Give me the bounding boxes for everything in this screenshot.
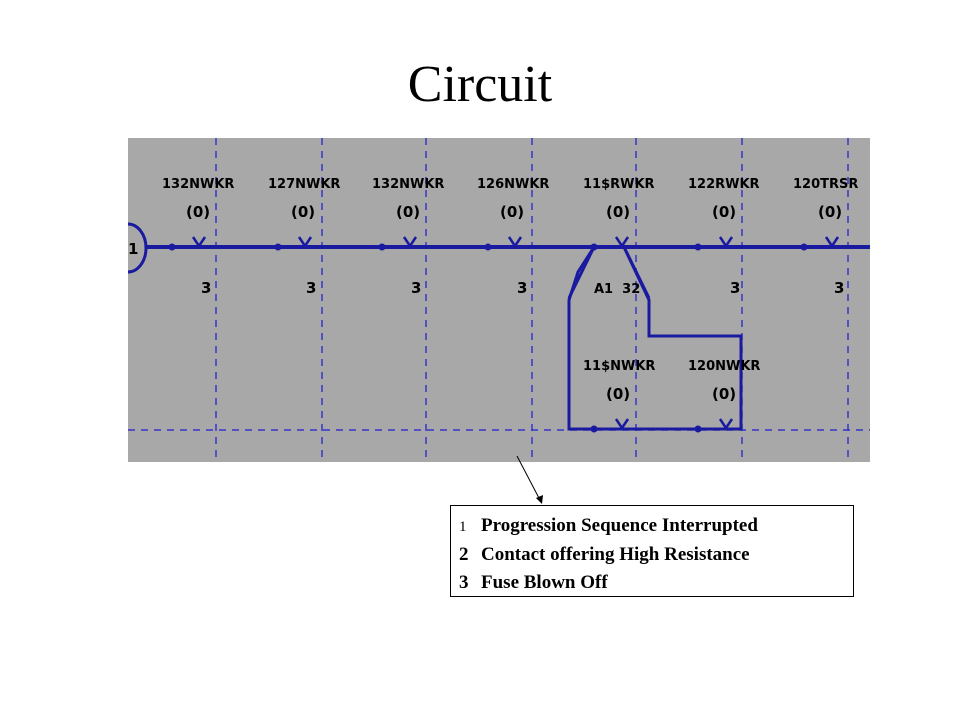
relay-state: (0) bbox=[500, 203, 524, 221]
relay-group-top: 132NWKR (0) 3 127NWKR (0) 3 132NWKR (0) … bbox=[162, 177, 858, 297]
contact-chevron-icon bbox=[718, 418, 734, 431]
relay-2: 127NWKR (0) 3 bbox=[268, 177, 340, 297]
contact-dot bbox=[274, 243, 282, 251]
legend-number: 2 bbox=[459, 544, 469, 565]
circuit-diagram: 1 132NWKR (0) 3 127NWKR (0) 3 132NWKR (0… bbox=[128, 138, 870, 462]
relay-state: (0) bbox=[606, 203, 630, 221]
relay-state: (0) bbox=[818, 203, 842, 221]
relay-7: 120TRSR (0) 3 bbox=[793, 177, 858, 297]
contact-chevron-icon bbox=[614, 236, 630, 249]
svg-text:1: 1 bbox=[128, 240, 138, 258]
contact-chevron-icon bbox=[507, 236, 523, 249]
relay-3: 132NWKR (0) 3 bbox=[372, 177, 444, 297]
contact-chevron-icon bbox=[297, 236, 313, 249]
relay-state: (0) bbox=[396, 203, 420, 221]
page-title: Circuit bbox=[407, 56, 553, 113]
pointer-arrow bbox=[516, 455, 543, 504]
contact-dot bbox=[694, 243, 702, 251]
divider-lines bbox=[215, 138, 849, 462]
contact-dot bbox=[484, 243, 492, 251]
legend-item-3: 3 Fuse Blown Off bbox=[459, 569, 845, 597]
legend-box: 1 Progression Sequence Interrupted 2 Conta… bbox=[450, 505, 854, 597]
legend-text: Fuse Blown Off bbox=[481, 572, 608, 593]
fuse-number: 3 bbox=[834, 279, 844, 297]
relay-name: 11$RWKR bbox=[583, 177, 655, 192]
contact-dot bbox=[378, 243, 386, 251]
legend-number: 3 bbox=[459, 572, 469, 593]
contact-chevron-icon bbox=[718, 236, 734, 249]
relay-state: (0) bbox=[712, 203, 736, 221]
relay-name: 132NWKR bbox=[372, 177, 444, 192]
legend-number: 1 bbox=[459, 519, 467, 535]
relay-name: 11$NWKR bbox=[583, 359, 655, 374]
relay-group-bottom: 11$NWKR (0) 120NWKR (0) bbox=[583, 359, 760, 433]
relay-bottom-2: 120NWKR (0) bbox=[688, 359, 760, 433]
contact-dot bbox=[694, 425, 702, 433]
relay-state: (0) bbox=[186, 203, 210, 221]
relay-name: 120TRSR bbox=[793, 177, 858, 192]
relay-5: 11$RWKR (0) A1 32 bbox=[583, 177, 655, 297]
relay-name: 127NWKR bbox=[268, 177, 340, 192]
relay-1: 132NWKR (0) 3 bbox=[162, 177, 234, 297]
relay-state: (0) bbox=[712, 385, 736, 403]
branch-wire bbox=[567, 246, 743, 431]
diagram-background bbox=[128, 138, 870, 462]
relay-4: 126NWKR (0) 3 bbox=[477, 177, 549, 297]
relay-6: 122RWKR (0) 3 bbox=[688, 177, 760, 297]
contact-chevron-icon bbox=[402, 236, 418, 249]
relay-name: 120NWKR bbox=[688, 359, 760, 374]
contact-dot bbox=[168, 243, 176, 251]
fuse-number: 3 bbox=[411, 279, 421, 297]
relay-state: (0) bbox=[291, 203, 315, 221]
relay-name: 126NWKR bbox=[477, 177, 549, 192]
relay-state: (0) bbox=[606, 385, 630, 403]
relay-name: 122RWKR bbox=[688, 177, 760, 192]
contact-dot bbox=[590, 425, 598, 433]
contact-chevron-icon bbox=[824, 236, 840, 249]
relay-name: 132NWKR bbox=[162, 177, 234, 192]
legend-item-1: 1 Progression Sequence Interrupted bbox=[459, 512, 845, 541]
fuse-number: 3 bbox=[517, 279, 527, 297]
fuse-number: A1 32 bbox=[594, 282, 640, 297]
legend-item-2: 2 Contact offering High Resistance bbox=[459, 541, 845, 569]
contact-chevron-icon bbox=[191, 236, 207, 249]
fuse-number: 3 bbox=[201, 279, 211, 297]
contact-chevron-icon bbox=[614, 418, 630, 431]
branch-contact-right bbox=[622, 246, 651, 299]
fuse-number: 3 bbox=[730, 279, 740, 297]
legend-text: Progression Sequence Interrupted bbox=[481, 515, 758, 536]
legend-text: Contact offering High Resistance bbox=[481, 544, 750, 565]
contact-dot bbox=[590, 243, 598, 251]
relay-bottom-1: 11$NWKR (0) bbox=[583, 359, 655, 433]
fuse-number: 3 bbox=[306, 279, 316, 297]
branch-contact-left bbox=[567, 246, 596, 299]
contact-dot bbox=[800, 243, 808, 251]
